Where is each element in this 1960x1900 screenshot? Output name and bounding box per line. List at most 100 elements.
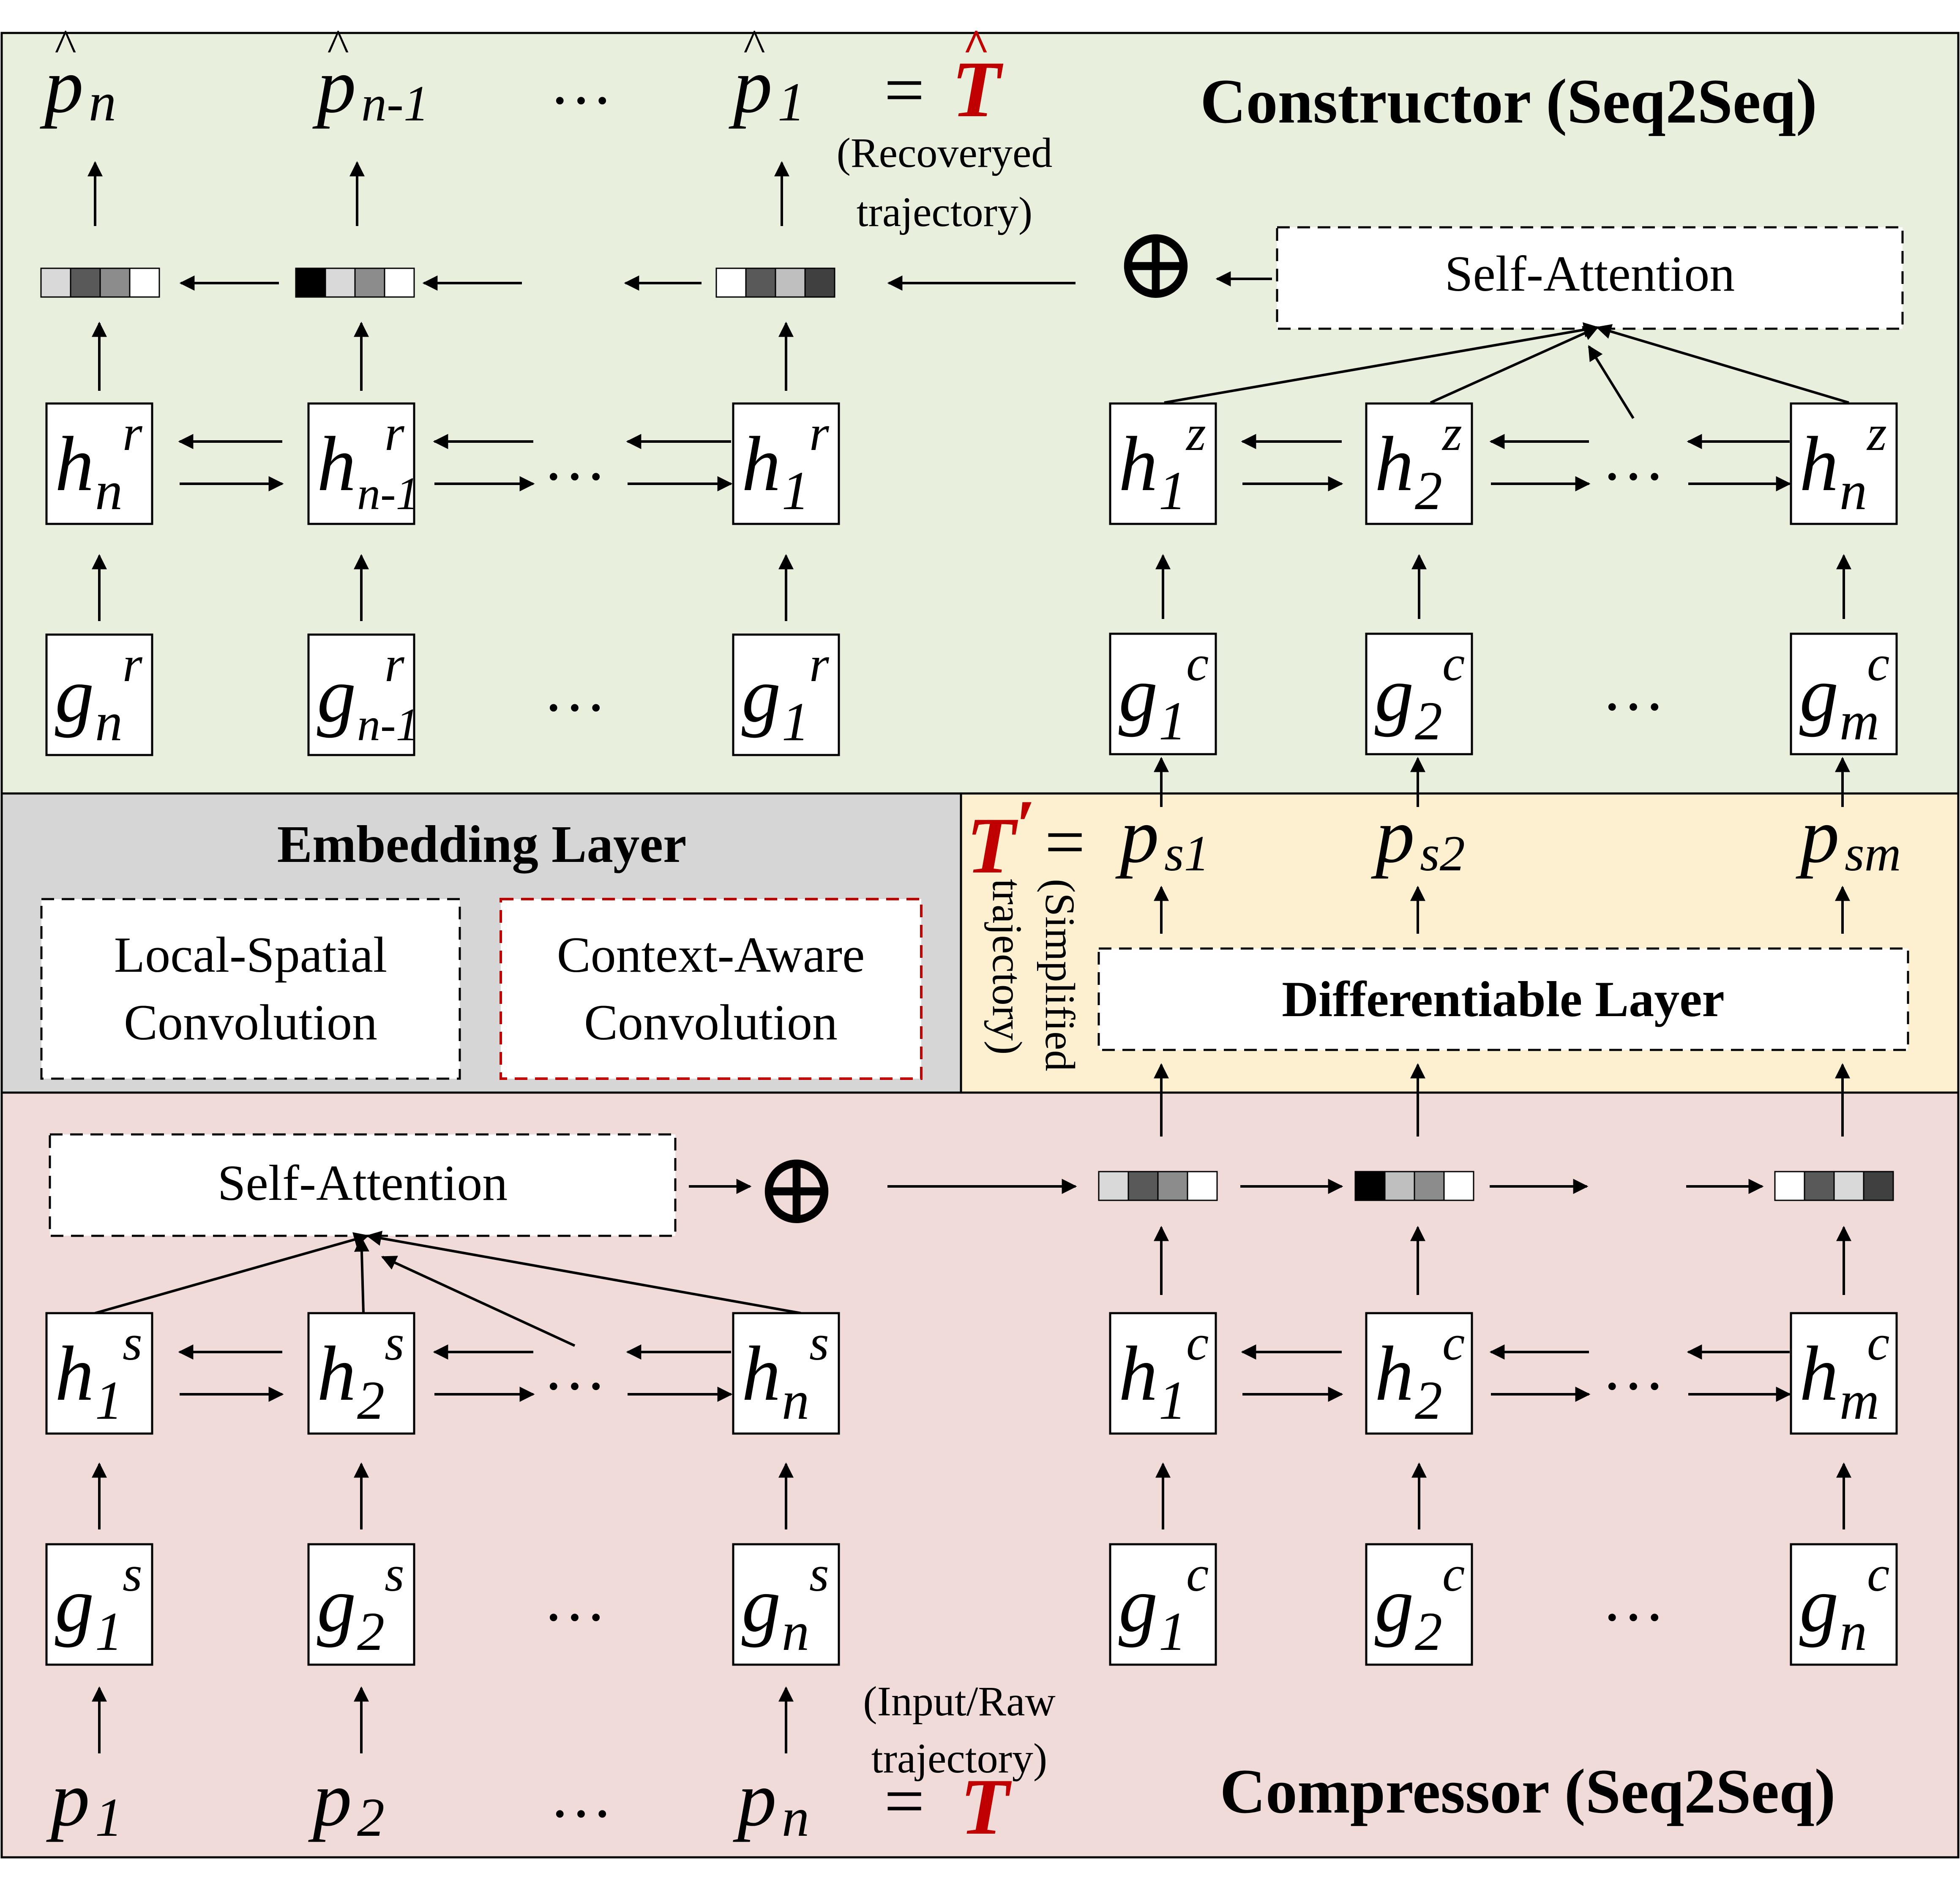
compressor-strip-1-cell [1187, 1171, 1218, 1201]
compressor-encoder-g-1-base: g [317, 1562, 356, 1648]
compressor-strip-1-cell [1157, 1171, 1188, 1201]
output-p-hat-3-sub: 1 [778, 72, 805, 133]
constructor-input-up-arrows [92, 554, 1851, 621]
context-aware-conv-box [500, 898, 923, 1080]
constructor-encoder-g-2: … [1602, 654, 1665, 724]
constructor-encoder-g-0-base: g [1119, 651, 1158, 738]
constructor-bi-1 [178, 434, 284, 491]
recovered-caption-line1: (Recoveryed [837, 129, 1053, 176]
constructor-encoder-g-3-sub: m [1840, 691, 1879, 752]
compressor-strip-2-cell [1414, 1171, 1445, 1201]
constructor-decoder-h-1-base: h [317, 421, 356, 507]
constructor-bidirectional-arrows [178, 434, 1791, 491]
constructor-decoder-g-0-base: g [55, 652, 94, 739]
constructor-attention-arrows [1164, 322, 1849, 419]
constructor-encoder-g-1-sub: 2 [1415, 691, 1442, 752]
simplified-trajectory-symbol: T [966, 801, 1018, 890]
compressor-bi-2 [433, 1344, 535, 1402]
constructor-decoder-h-0-box [45, 402, 153, 525]
constructor-decoder-g-3-base: g [742, 652, 781, 739]
compressor-decoder-g-0-sub: 1 [1159, 1601, 1186, 1662]
compressor-strip-1-cell [1127, 1171, 1159, 1201]
constructor-encoder-g-3-box [1790, 632, 1898, 755]
constructor-encoder-h-1-sub: 2 [1415, 461, 1442, 521]
constructor-encoder-g-1-sup: c [1442, 635, 1465, 691]
constructor-decoder-g-1-box [307, 633, 415, 756]
raw-point-0-sub: 1 [95, 1787, 123, 1848]
constructor-strip-2-cell [295, 267, 326, 298]
constructor-self-attention-box [1276, 226, 1904, 330]
output-p-hat-3-hat: ^ [743, 20, 765, 71]
compressor-encoder-h-1-base: h [317, 1330, 356, 1417]
constructor-decoder-g-2-ellipsis: … [543, 654, 606, 725]
compressor-encoder-h-3-box [732, 1312, 840, 1435]
compressor-decoder-h-3-sup: c [1867, 1314, 1889, 1371]
simplified-point-1-base: p [1371, 793, 1415, 879]
constructor-decoder-h-2: … [543, 423, 606, 493]
constructor-encoder-h-0-sub: 1 [1159, 461, 1186, 521]
constructor-decoder-g-1-base: g [317, 652, 356, 739]
raw-point-3-base: p [733, 1756, 777, 1843]
constructor-decoder-g-0-sup: r [123, 636, 143, 692]
constructor-encoder-h-1-box [1365, 402, 1473, 525]
recovered-trajectory-symbol: T [952, 45, 1004, 134]
raw-points-up-arrows [92, 1686, 794, 1753]
compressor-decoder-h-1-base: h [1375, 1330, 1414, 1417]
local-spatial-line1: Local-Spatial [114, 927, 387, 983]
compressor-bi-4 [1241, 1344, 1343, 1402]
constructor-vector-strips [40, 267, 835, 298]
compressor-strip-1 [1098, 1171, 1218, 1201]
compressor-bi-5 [1489, 1344, 1591, 1402]
constructor-decoder-g-0-sub: n [95, 692, 123, 752]
compressor-encoder-h-3-sub: n [782, 1370, 809, 1431]
output-p-hat-2: … [549, 47, 613, 117]
constructor-encoder-h-0-sup: z [1185, 405, 1206, 461]
compressor-decoder-h-3-box [1790, 1312, 1898, 1435]
differentiable-to-points-arrows [1154, 886, 1850, 934]
compressor-decoder-g-0-sup: c [1186, 1546, 1209, 1602]
constructor-strip-3-cell [804, 267, 835, 298]
constructor-bi-5 [1489, 434, 1591, 491]
compressor-decoder-h-1-sup: c [1442, 1314, 1465, 1371]
constructor-decoder-h-0-sub: n [95, 461, 123, 521]
compressor-decoder-h-0-box [1109, 1312, 1217, 1435]
constructor-strip-1-cell [129, 267, 160, 298]
constructor-decoder-g-3-sub: 1 [782, 692, 809, 752]
context-aware-line1: Context-Aware [557, 927, 865, 983]
constructor-encoder-h-3-base: h [1799, 421, 1839, 507]
constructor-encoder-h-1-base: h [1375, 421, 1414, 507]
compressor-decoder-h-0-base: h [1119, 1330, 1158, 1417]
output-p-hat-1-sub: n-1 [361, 75, 429, 131]
recovered-trajectory-hat: ^ [963, 20, 990, 71]
constructor-self-attention-label: Self-Attention [1445, 245, 1735, 302]
constructor-encoder-g-2-ellipsis: … [1602, 654, 1665, 724]
constructor-decoder-h-3-sup: r [809, 405, 830, 461]
compressor-strip-2-cell [1384, 1171, 1415, 1201]
compressor-strip-3-cell [1863, 1171, 1894, 1201]
compressor-encoder-g-3-sup: s [809, 1546, 829, 1602]
simplified-point-1-sub: s2 [1420, 825, 1465, 881]
compressor-encoder-g-0-sub: 1 [95, 1601, 123, 1662]
compressor-attention-arrows [95, 1230, 801, 1347]
compressor-decoder-g-0-box [1109, 1543, 1217, 1666]
constructor-bi-6 [1687, 434, 1791, 491]
compressor-decoder-g-0-base: g [1119, 1562, 1158, 1648]
constructor-strip-3-cell [745, 267, 776, 298]
output-p-hat-3: p^1 [729, 20, 805, 133]
constructor-bi-3 [626, 434, 733, 491]
compressor-decoder-h-3-sub: m [1840, 1370, 1879, 1431]
